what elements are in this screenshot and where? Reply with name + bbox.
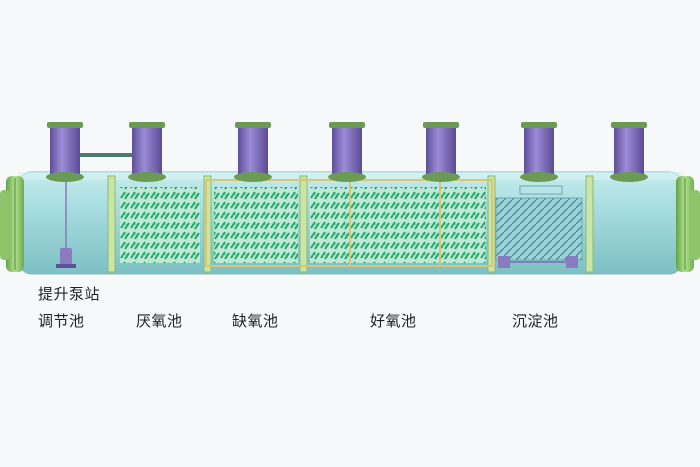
manhole-6	[520, 122, 558, 182]
manhole-5	[422, 122, 460, 182]
lift-pump	[56, 180, 76, 268]
left-end-cap	[0, 176, 24, 272]
manhole-1	[46, 122, 84, 182]
label-regulating-tank: 调节池	[38, 312, 85, 330]
label-anaerobic-tank: 厌氧池	[136, 312, 183, 330]
media-aerobic	[310, 187, 486, 263]
manhole-2	[128, 122, 166, 182]
label-lift-pump: 提升泵站	[38, 285, 101, 303]
label-sedimentation-tank: 沉淀池	[512, 312, 559, 330]
sludge-pumps	[498, 256, 578, 268]
label-aerobic-tank: 好氧池	[370, 312, 417, 330]
manhole-7	[610, 122, 648, 182]
label-anoxic-tank: 缺氧池	[232, 312, 279, 330]
sedimentation-plates	[495, 185, 583, 261]
connecting-pipe	[80, 153, 132, 157]
manhole-3	[234, 122, 272, 182]
media-anaerobic	[120, 187, 200, 263]
media-anoxic	[214, 187, 298, 263]
right-end-cap	[676, 176, 700, 272]
manhole-4	[328, 122, 366, 182]
manholes	[46, 122, 648, 182]
